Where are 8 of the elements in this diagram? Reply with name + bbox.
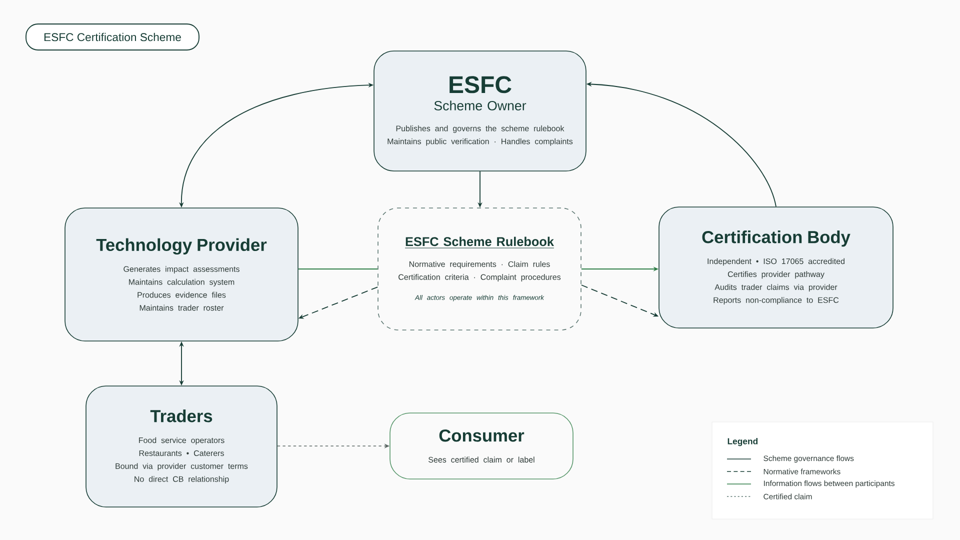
actor-box: Certification Body Independent • ISO 17065 accredited Certifies provider pathway Audits trader claims via provider Reports non-compliance to ESFC <box>658 206 894 328</box>
actor-box: Traders Food service operators Restaurants • Caterers Bound via provider customer terms No direct CB relationship <box>86 386 278 508</box>
title-pill: ESFC Certification Scheme <box>26 24 200 50</box>
connector-line <box>298 268 378 270</box>
actor-box: ESFC Scheme Owner Publishes and governs the scheme rulebook Maintains public verification · Handles complaints <box>374 50 586 172</box>
consumer-box: Consumer Sees certified claim or label <box>390 412 574 480</box>
legend-title: Legend <box>728 438 758 446</box>
actor-box: Technology Provider Generates impact assessments Maintains calculation system Produces evidence files Maintains trader roster <box>64 208 298 342</box>
